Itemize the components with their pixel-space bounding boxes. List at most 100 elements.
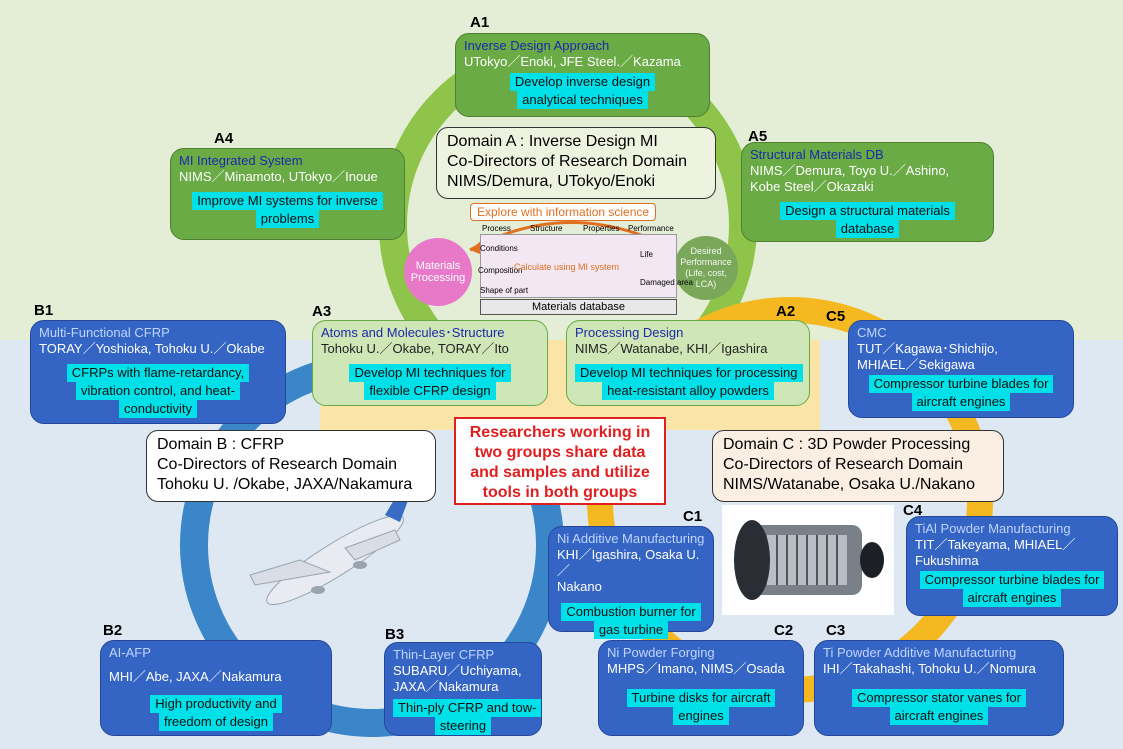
- card-c3-goal-2: aircraft engines: [889, 707, 989, 725]
- card-c4-researchers-2: Fukushima: [915, 553, 979, 568]
- card-a2-researchers: NIMS／Watanabe, KHI／Igashira: [575, 341, 768, 356]
- card-a1-researchers: UTokyo／Enoki, JFE Steel.／Kazama: [464, 54, 681, 69]
- explore-label: Explore with information science: [470, 203, 657, 221]
- card-a4-goal-2: problems: [255, 210, 320, 228]
- label-b2: B2: [103, 622, 123, 639]
- mi-life: Life: [640, 250, 653, 259]
- label-c1: C1: [683, 508, 703, 525]
- mi-shape: Shape of part: [480, 286, 529, 295]
- card-c4-goal-1: Compressor turbine blades for: [919, 571, 1105, 589]
- card-a3-goal-1: Develop MI techniques for: [349, 364, 511, 382]
- label-a1: A1: [470, 14, 490, 31]
- mi-damaged: Damaged area: [640, 278, 693, 287]
- mi-col-properties: Properties: [583, 224, 620, 233]
- card-a2: Processing Design NIMS／Watanabe, KHI／Iga…: [566, 320, 810, 406]
- card-c5-goal-2: aircraft engines: [911, 393, 1011, 411]
- card-b3-title: Thin-Layer CFRP: [393, 647, 495, 662]
- card-c2: Ni Powder Forging MHPS／Imano, NIMS／Osada…: [598, 640, 804, 736]
- card-b2-title: AI-AFP: [109, 645, 151, 660]
- card-a5: Structural Materials DB NIMS／Demura, Toy…: [741, 142, 994, 242]
- card-b1-title: Multi-Functional CFRP: [39, 325, 170, 340]
- card-b3: Thin-Layer CFRP SUBARU／Uchiyama, JAXA／Na…: [384, 642, 542, 736]
- card-b3-goal-1: Thin-ply CFRP and tow-: [393, 699, 542, 717]
- card-b1-goal-1: CFRPs with flame-retardancy,: [66, 364, 250, 382]
- card-c4: TiAl Powder Manufacturing TIT／Takeyama, …: [906, 516, 1118, 616]
- card-b2-researchers: MHI／Abe, JAXA／Nakamura: [109, 669, 282, 684]
- card-a4-goal-1: Improve MI systems for inverse: [192, 192, 383, 210]
- label-c2: C2: [774, 622, 794, 639]
- card-a2-title: Processing Design: [575, 325, 684, 340]
- card-b1-goal-3: conductivity: [119, 400, 197, 418]
- label-b3: B3: [385, 626, 405, 643]
- mi-flow-panel: [480, 234, 677, 298]
- turbine-engine-image: [722, 505, 894, 615]
- shared-research-box: Researchers working in two groups share …: [454, 417, 666, 505]
- card-c4-title: TiAl Powder Manufacturing: [915, 521, 1071, 536]
- label-a3: A3: [312, 303, 332, 320]
- card-a3-researchers: Tohoku U.／Okabe, TORAY／Ito: [321, 341, 509, 356]
- card-a4: MI Integrated System NIMS／Minamoto, UTok…: [170, 148, 405, 240]
- card-c3-title: Ti Powder Additive Manufacturing: [823, 645, 1017, 660]
- mi-composition: Composition: [478, 266, 523, 275]
- card-b3-researchers-1: SUBARU／Uchiyama,: [393, 663, 522, 678]
- card-b2-goal-2: freedom of design: [158, 713, 274, 731]
- card-b1-researchers: TORAY／Yoshioka, Tohoku U.／Okabe: [39, 341, 265, 356]
- card-a4-title: MI Integrated System: [179, 153, 303, 168]
- card-a5-title: Structural Materials DB: [750, 147, 884, 162]
- label-c4: C4: [903, 502, 923, 519]
- domain-c-directors: NIMS/Watanabe, Osaka U./Nakano: [723, 476, 975, 493]
- card-c1-title: Ni Additive Manufacturing: [557, 531, 705, 546]
- card-b3-goal-2: steering: [434, 717, 492, 735]
- card-a4-researchers: NIMS／Minamoto, UTokyo／Inoue: [179, 169, 378, 184]
- card-a3: Atoms and Molecules･Structure Tohoku U.／…: [312, 320, 548, 406]
- card-a3-title: Atoms and Molecules･Structure: [321, 325, 505, 340]
- domain-a-directors: NIMS/Demura, UTokyo/Enoki: [447, 173, 656, 190]
- label-b1: B1: [34, 302, 54, 319]
- label-a5: A5: [748, 128, 768, 145]
- card-a2-goal-1: Develop MI techniques for processing: [575, 364, 803, 382]
- card-a1: Inverse Design Approach UTokyo／Enoki, JF…: [455, 33, 710, 117]
- card-b2: AI-AFP MHI／Abe, JAXA／Nakamura High produ…: [100, 640, 332, 736]
- domain-c-title: Domain C : 3D Powder Processing: [723, 436, 971, 453]
- card-c1-researchers-2: Nakano: [557, 579, 602, 594]
- card-b2-goal-1: High productivity and: [150, 695, 282, 713]
- card-c4-goal-2: aircraft engines: [962, 589, 1062, 607]
- domain-a-title: Domain A : Inverse Design MI: [447, 133, 658, 150]
- card-a5-goal-1: Design a structural materials: [780, 202, 955, 220]
- domain-c-box: Domain C : 3D Powder Processing Co-Direc…: [712, 430, 1004, 502]
- card-b1: Multi-Functional CFRP TORAY／Yoshioka, To…: [30, 320, 286, 424]
- shared-line-3: and samples and utilize: [470, 464, 650, 481]
- card-a3-goal-2: flexible CFRP design: [364, 382, 496, 400]
- domain-c-subtitle: Co-Directors of Research Domain: [723, 456, 964, 473]
- materials-processing-circle: Materials Processing: [404, 238, 472, 306]
- card-c5-researchers-2: MHIAEL／Sekigawa: [857, 357, 975, 372]
- label-c5: C5: [826, 308, 846, 325]
- domain-a-box: Domain A : Inverse Design MI Co-Director…: [436, 127, 716, 199]
- card-c1-goal-1: Combustion burner for: [561, 603, 701, 621]
- card-c5-researchers-1: TUT／Kagawa･Shichijo,: [857, 341, 998, 356]
- mi-col-structure: Structure: [530, 224, 563, 233]
- card-a1-goal-2: analytical techniques: [517, 91, 648, 109]
- card-b1-goal-2: vibration control, and heat-: [76, 382, 240, 400]
- card-c2-title: Ni Powder Forging: [607, 645, 715, 660]
- card-c3: Ti Powder Additive Manufacturing IHI／Tak…: [814, 640, 1064, 736]
- card-c3-researchers: IHI／Takahashi, Tohoku U.／Nomura: [823, 661, 1036, 676]
- card-c5: CMC TUT／Kagawa･Shichijo, MHIAEL／Sekigawa…: [848, 320, 1074, 418]
- card-a1-title: Inverse Design Approach: [464, 38, 610, 53]
- domain-b-title: Domain B : CFRP: [157, 436, 285, 453]
- label-a2: A2: [776, 303, 796, 320]
- domain-a-subtitle: Co-Directors of Research Domain: [447, 153, 688, 170]
- mi-col-performance: Performance: [628, 224, 674, 233]
- card-c1-researchers-1: KHI／Igashira, Osaka U.／: [557, 547, 700, 578]
- card-a5-researchers-1: NIMS／Demura, Toyo U.／Ashino,: [750, 163, 950, 178]
- card-c2-researchers: MHPS／Imano, NIMS／Osada: [607, 661, 785, 676]
- card-a2-goal-2: heat-resistant alloy powders: [602, 382, 774, 400]
- materials-database: Materials database: [480, 299, 677, 315]
- card-c1: Ni Additive Manufacturing KHI／Igashira, …: [548, 526, 714, 639]
- card-c5-goal-1: Compressor turbine blades for: [868, 375, 1054, 393]
- domain-b-directors: Tohoku U. /Okabe, JAXA/Nakamura: [157, 476, 413, 493]
- card-c3-goal-1: Compressor stator vanes for: [851, 689, 1026, 707]
- card-c4-researchers-1: TIT／Takeyama, MHIAEL／: [915, 537, 1076, 552]
- card-a5-researchers-2: Kobe Steel／Okazaki: [750, 179, 874, 194]
